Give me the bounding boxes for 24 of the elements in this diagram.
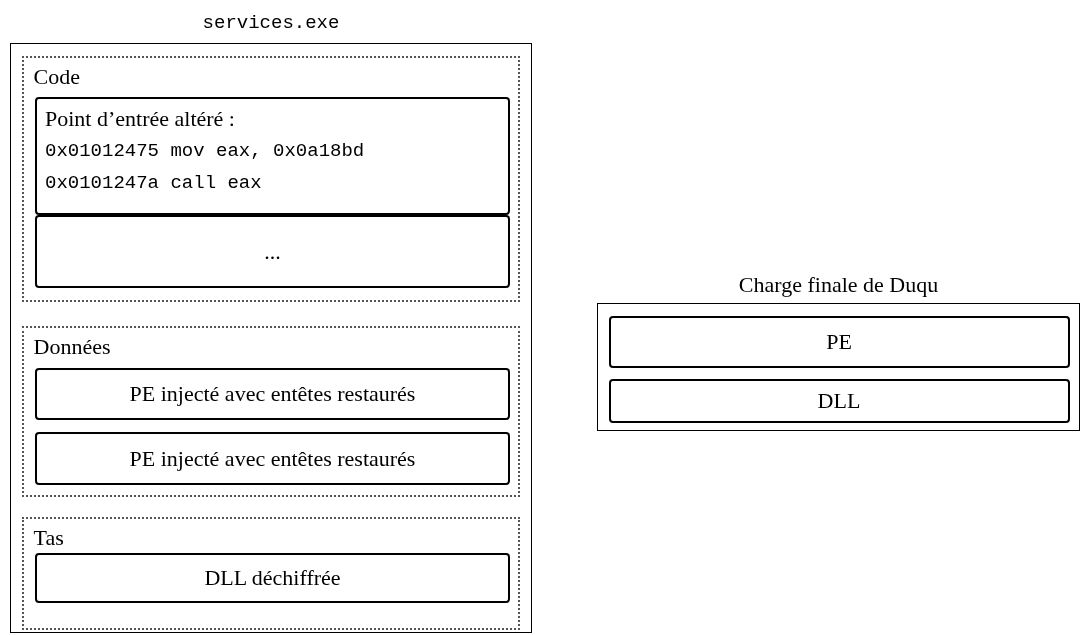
region-title: services.exe <box>201 12 341 34</box>
data-box <box>35 432 510 485</box>
data-box <box>608 315 1070 368</box>
section-box <box>21 325 520 497</box>
section-label: Tas <box>33 524 64 551</box>
data-box <box>35 97 510 215</box>
data-box <box>35 368 510 420</box>
box-text: ... <box>264 237 281 266</box>
code-line: 0x0101247a call eax <box>45 171 262 196</box>
box-text: DLL déchiffrée <box>204 564 341 592</box>
box-text: PE injecté avec entêtes restaurés <box>129 380 416 408</box>
box-text: PE <box>826 327 852 356</box>
data-box <box>35 553 510 603</box>
region-title: Charge finale de Duqu <box>737 272 940 298</box>
section-label: Données <box>33 333 111 360</box>
data-box <box>608 378 1070 423</box>
section-label: Code <box>33 63 80 90</box>
box-text: DLL <box>817 386 861 415</box>
box-heading: Point d’entrée altéré : <box>45 105 235 133</box>
section-box <box>21 55 520 302</box>
data-box <box>35 215 510 288</box>
box-text: PE injecté avec entêtes restaurés <box>129 444 416 473</box>
section-box <box>21 516 520 630</box>
code-line: 0x01012475 mov eax, 0x0a18bd <box>45 139 365 164</box>
